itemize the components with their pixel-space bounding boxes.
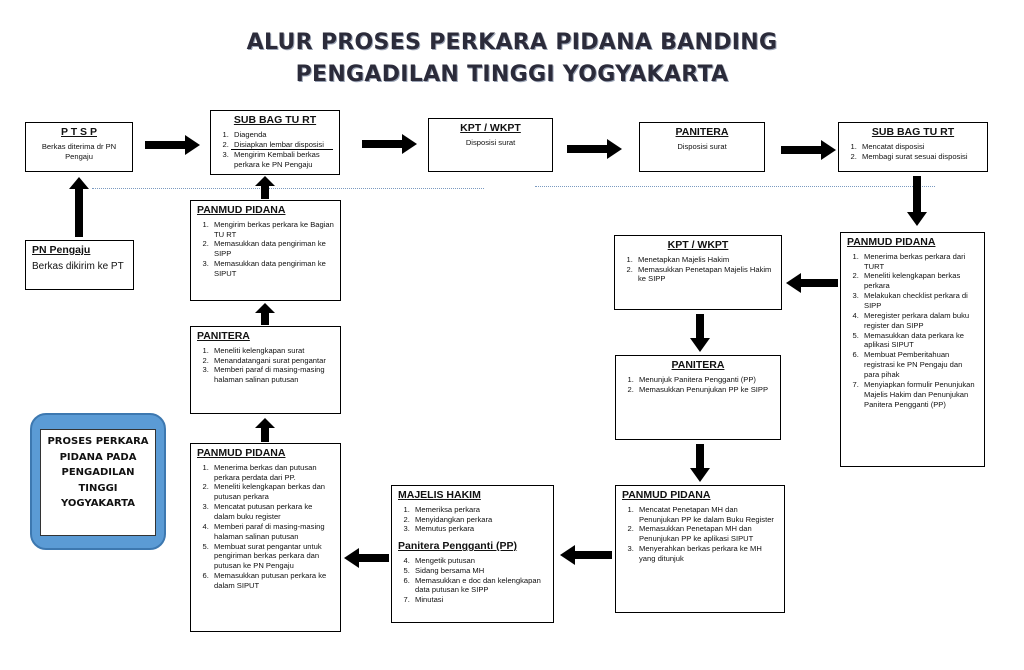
list-item: Meneliti kelengkapan surat (211, 346, 334, 356)
list-item: Memberi paraf di masing-masing halaman s… (211, 522, 334, 542)
panmud-pidana-title: PANMUD PIDANA (847, 236, 936, 248)
panitera-box: PANITERA Disposisi surat (639, 122, 765, 172)
arrow-left-icon (786, 273, 838, 293)
panitera-box: PANITERA Menunjuk Panitera Pengganti (PP… (615, 355, 781, 440)
list-item: Minutasi (412, 595, 547, 605)
panmud-pidana-box: PANMUD PIDANA Mengirim berkas perkara ke… (190, 200, 341, 301)
arrow-left-icon (560, 545, 612, 565)
list-item: Membuat Pemberitahuan registrasi ke PN P… (861, 350, 978, 380)
subbag-tu-rt-box: SUB BAG TU RT Mencatat disposisi Membagi… (838, 122, 988, 172)
panmud-pidana-title: PANMUD PIDANA (622, 489, 711, 501)
list-item: Meneliti kelengkapan berkas dan putusan … (211, 482, 334, 502)
panitera-pengganti-title: Panitera Pengganti (PP) (398, 540, 518, 553)
panitera-box: PANITERA Meneliti kelengkapan surat Mena… (190, 326, 341, 414)
panitera-title: PANITERA (671, 359, 725, 371)
panmud-pidana-title: PANMUD PIDANA (197, 447, 286, 459)
ptsp-box: P T S P Berkas diterima dr PN Pengaju (25, 122, 133, 172)
panitera-title: PANITERA (197, 330, 250, 342)
kpt-wkpt-text: Disposisi surat (465, 137, 516, 147)
panitera-title: PANITERA (675, 126, 729, 138)
list-item: Menunjuk Panitera Pengganti (PP) (636, 375, 774, 385)
list-item: Memasukkan data pengiriman ke SIPP (211, 239, 334, 259)
list-item: Memasukkan data perkara ke aplikasi SIPU… (861, 331, 978, 351)
list-item: Memutus perkara (412, 524, 547, 534)
list-item: Mengirim Kembali berkas perkara ke PN Pe… (231, 150, 333, 170)
dotted-separator (92, 188, 484, 189)
list-item: Memasukkan putusan perkara ke dalam SIPU… (211, 571, 334, 591)
list-item: Memeriksa perkara (412, 505, 547, 515)
process-label-badge: PROSES PERKARA PIDANA PADA PENGADILAN TI… (30, 413, 166, 550)
diagram-title-line-1: ALUR PROSES PERKARA PIDANA BANDING (246, 30, 778, 55)
pn-pengaju-text: Berkas dikirim ke PT (32, 260, 124, 272)
arrow-up-icon (69, 177, 89, 237)
arrow-up-icon (255, 176, 275, 199)
list-item: Menyidangkan perkara (412, 515, 547, 525)
list-item: Diagenda (231, 130, 333, 140)
arrow-up-icon (255, 303, 275, 325)
subbag-tu-rt-title: SUB BAG TU RT (233, 114, 317, 126)
list-item: Mengirim berkas perkara ke Bagian TU RT (211, 220, 334, 240)
list-item: Disiapkan lembar disposisi (231, 140, 333, 151)
list-item: Menandatangani surat pengantar (211, 356, 334, 366)
panmud-pidana-box: PANMUD PIDANA Mencatat Penetapan MH dan … (615, 485, 785, 613)
arrow-down-icon (690, 314, 710, 352)
kpt-wkpt-title: KPT / WKPT (667, 239, 729, 251)
list-item: Menetapkan Majelis Hakim (635, 255, 775, 265)
list-item: Meneliti kelengkapan berkas perkara (861, 271, 978, 291)
kpt-wkpt-box: KPT / WKPT Menetapkan Majelis Hakim Mema… (614, 235, 782, 310)
list-item: Menyiapkan formulir Penunjukan Majelis H… (861, 380, 978, 410)
subbag-tu-rt-box: SUB BAG TU RT Diagenda Disiapkan lembar … (210, 110, 340, 175)
process-label-frame: PROSES PERKARA PIDANA PADA PENGADILAN TI… (40, 429, 156, 536)
list-item: Melakukan checklist perkara di SIPP (861, 291, 978, 311)
list-item: Memasukkan Penunjukan PP ke SIPP (636, 385, 774, 395)
list-item: Memasukkan e doc dan kelengkapan data pu… (412, 576, 547, 596)
ptsp-text: Berkas diterima dr PN Pengaju (41, 141, 117, 161)
arrow-down-icon (907, 176, 927, 226)
list-item: Memasukkan data pengiriman ke SIPUT (211, 259, 334, 279)
list-item: Memasukkan Penetapan MH dan Penunjukan P… (636, 524, 778, 544)
arrow-right-icon (145, 135, 200, 155)
list-item: Memberi paraf di masing-masing halaman s… (211, 365, 334, 385)
panmud-pidana-box: PANMUD PIDANA Menerima berkas perkara da… (840, 232, 985, 467)
list-item: Mencatat putusan perkara ke dalam buku r… (211, 502, 334, 522)
list-item: Memasukkan Penetapan Majelis Hakim ke SI… (635, 265, 775, 285)
list-item: Menerima berkas dan putusan perkara perd… (211, 463, 334, 483)
panitera-text: Disposisi surat (677, 141, 727, 151)
arrow-right-icon (567, 139, 622, 159)
majelis-hakim-box: MAJELIS HAKIM Memeriksa perkara Menyidan… (391, 485, 554, 623)
kpt-wkpt-title: KPT / WKPT (460, 122, 521, 134)
arrow-right-icon (781, 140, 836, 160)
list-item: Mencatat Penetapan MH dan Penunjukan PP … (636, 505, 778, 525)
majelis-hakim-title: MAJELIS HAKIM (398, 489, 481, 501)
list-item: Membuat surat pengantar untuk pengiriman… (211, 542, 334, 572)
list-item: Membagi surat sesuai disposisi (859, 152, 981, 162)
list-item: Meregister perkara dalam buku register d… (861, 311, 978, 331)
list-item: Sidang bersama MH (412, 566, 547, 576)
process-label-text: PROSES PERKARA PIDANA PADA PENGADILAN TI… (47, 436, 149, 509)
arrow-left-icon (344, 548, 389, 568)
arrow-down-icon (690, 444, 710, 482)
dotted-separator (535, 186, 935, 187)
pn-pengaju-box: PN Pengaju Berkas dikirim ke PT (25, 240, 134, 290)
pn-pengaju-title: PN Pengaju (32, 244, 91, 256)
panmud-pidana-title: PANMUD PIDANA (197, 204, 286, 216)
ptsp-title: P T S P (61, 126, 97, 138)
list-item: Mencatat disposisi (859, 142, 981, 152)
list-item: Menerima berkas perkara dari TURT (861, 252, 978, 272)
subbag-tu-rt-title: SUB BAG TU RT (871, 126, 955, 138)
list-item: Menyerahkan berkas perkara ke MH yang di… (636, 544, 778, 564)
panmud-pidana-box: PANMUD PIDANA Menerima berkas dan putusa… (190, 443, 341, 632)
list-item: Mengetik putusan (412, 556, 547, 566)
arrow-right-icon (362, 134, 417, 154)
diagram-title-line-2: PENGADILAN TINGGI YOGYAKARTA (295, 62, 729, 87)
kpt-wkpt-box: KPT / WKPT Disposisi surat (428, 118, 553, 172)
arrow-up-icon (255, 418, 275, 442)
